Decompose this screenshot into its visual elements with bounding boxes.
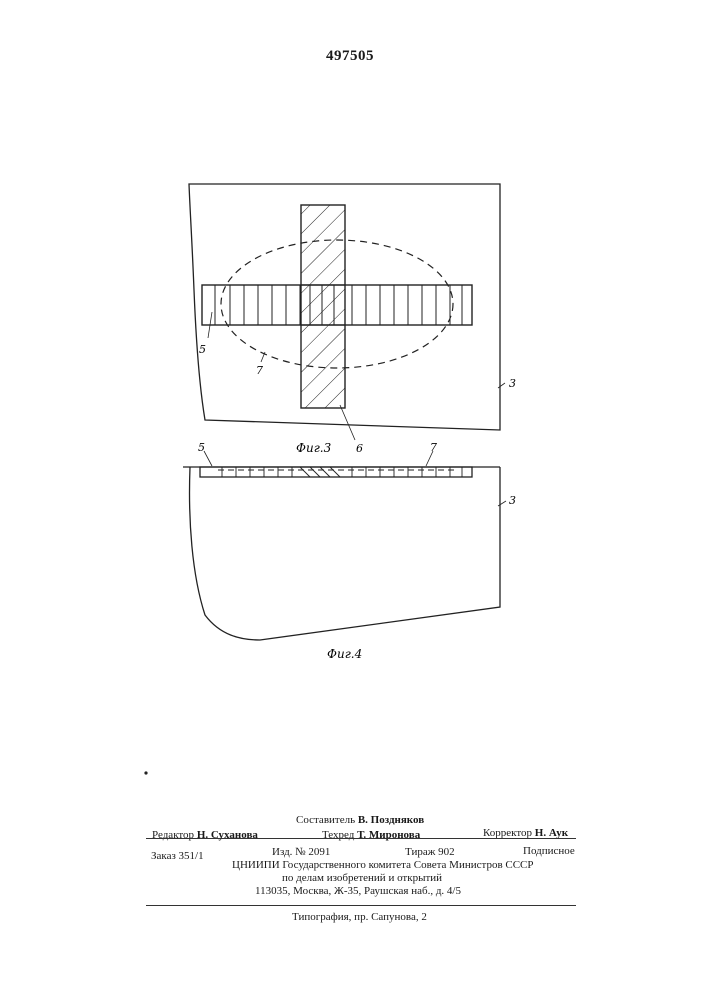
fig3-label-6: 6 bbox=[356, 442, 363, 455]
organization-line-1: ЦНИИПИ Государственного комитета Совета … bbox=[232, 859, 534, 872]
fig3-label-3: 3 bbox=[509, 377, 516, 390]
fig3-label-5: 5 bbox=[199, 343, 206, 356]
editor-label: Редактор bbox=[152, 829, 194, 841]
techred-name: Т. Миронова bbox=[357, 829, 420, 841]
edition-number: Изд. № 2091 bbox=[272, 846, 330, 859]
subscription-note: Подписное bbox=[523, 845, 575, 858]
fig3-caption: Фиг.3 bbox=[296, 441, 332, 455]
order-number: Заказ 351/1 bbox=[151, 850, 204, 863]
imprint-divider-2 bbox=[146, 905, 576, 906]
fig4-label-5: 5 bbox=[198, 441, 205, 454]
print-run: Тираж 902 bbox=[405, 846, 455, 859]
techred-line: Техред Т. Миронова bbox=[322, 829, 420, 842]
figure-3: 5 7 6 3 Фиг.3 bbox=[189, 184, 516, 455]
editor-name: Н. Суханова bbox=[197, 829, 258, 841]
figure-4: 5 7 3 Фиг.4 bbox=[183, 441, 516, 661]
fig4-caption: Фиг.4 bbox=[327, 647, 362, 661]
techred-label: Техред bbox=[322, 829, 354, 841]
fig3-vertical-strip bbox=[301, 205, 345, 408]
editor-line: Редактор Н. Суханова bbox=[152, 829, 258, 842]
fig4-body-outline bbox=[190, 467, 500, 640]
organization-line-2: по делам изобретений и открытий bbox=[282, 872, 442, 885]
address-line: 113035, Москва, Ж-35, Раушская наб., д. … bbox=[255, 885, 461, 898]
fig4-label-3: 3 bbox=[509, 494, 516, 507]
fig4-strip bbox=[200, 467, 472, 477]
imprint-divider-1 bbox=[146, 838, 576, 839]
fig4-label-7: 7 bbox=[430, 441, 437, 454]
compiler-label: Составитель bbox=[296, 814, 355, 826]
fig3-label-7: 7 bbox=[256, 364, 263, 377]
compiler-line: Составитель В. Поздняков bbox=[296, 814, 424, 827]
printer-line: Типография, пр. Сапунова, 2 bbox=[292, 911, 427, 924]
dot-mark bbox=[144, 771, 147, 774]
compiler-name: В. Поздняков bbox=[358, 814, 424, 826]
